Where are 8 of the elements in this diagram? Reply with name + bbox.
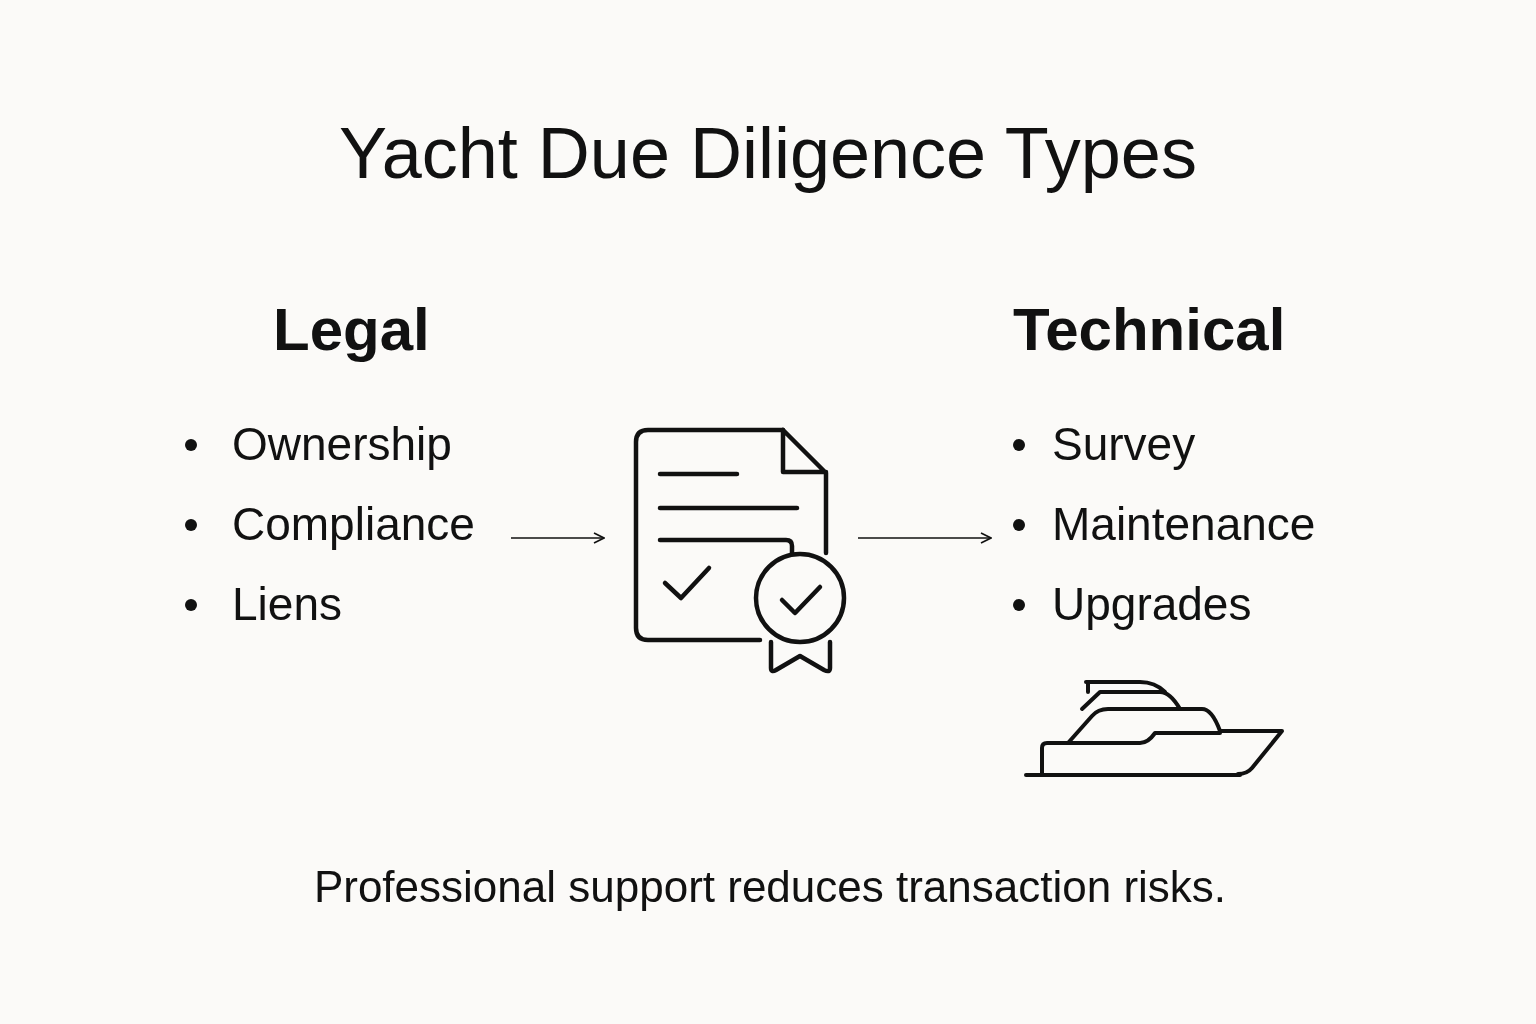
list-item: Maintenance (1052, 501, 1316, 547)
list-item: Liens (232, 581, 342, 627)
title: Yacht Due Diligence Types (339, 112, 1197, 194)
caption: Professional support reduces transaction risks. (313, 862, 1227, 912)
column-heading: Technical (1013, 300, 1286, 360)
arrow (857, 532, 992, 544)
arrow (510, 532, 605, 544)
column-heading: Legal (273, 300, 430, 360)
